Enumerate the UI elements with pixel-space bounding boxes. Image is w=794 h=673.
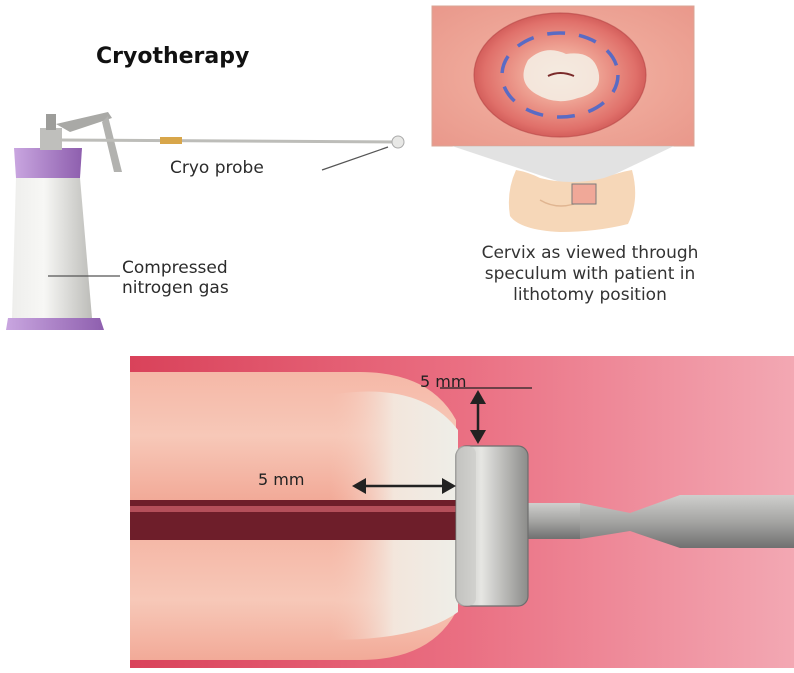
- cervix-zoom-view: [432, 6, 694, 146]
- zoom-connector: [452, 146, 674, 186]
- compressed-gas-label-line1: Compressed: [122, 258, 229, 278]
- cervix-caption: Cervix as viewed through speculum with p…: [410, 243, 770, 306]
- cryo-probe-leader: [322, 147, 388, 170]
- compressed-gas-label-line2: nitrogen gas: [122, 278, 229, 298]
- cryo-probe-label: Cryo probe: [170, 158, 264, 178]
- depth-label-left: 5 mm: [258, 470, 304, 489]
- cervix-caption-line2: speculum with patient in: [410, 264, 770, 285]
- cervix-caption-line3: lithotomy position: [410, 285, 770, 306]
- nitrogen-canister: [6, 112, 122, 330]
- compressed-gas-label: Compressed nitrogen gas: [122, 258, 229, 298]
- page-title: Cryotherapy: [96, 44, 249, 69]
- cervix-caption-line1: Cervix as viewed through: [410, 243, 770, 264]
- depth-label-top: 5 mm: [420, 372, 466, 391]
